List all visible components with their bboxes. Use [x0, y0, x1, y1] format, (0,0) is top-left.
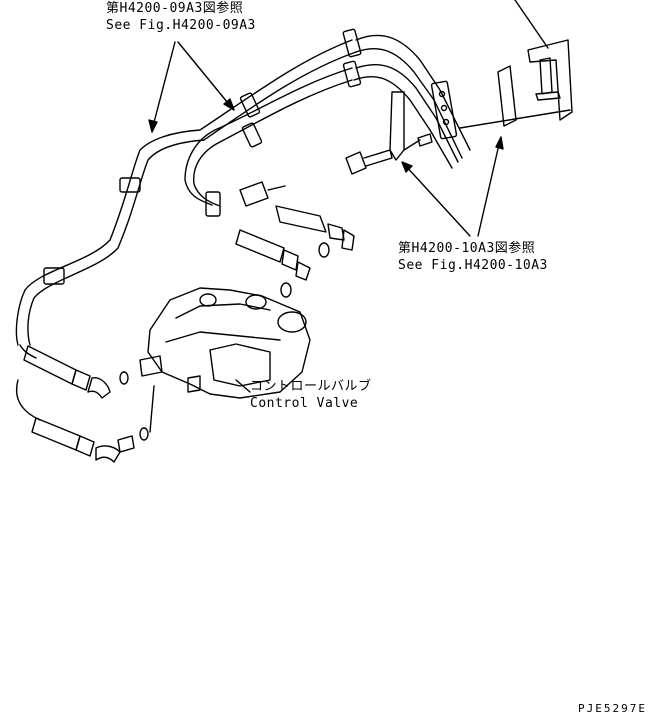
control-valve-jp: コントロールバルブ — [250, 379, 372, 394]
hoses-middle — [235, 181, 355, 298]
leader-lines-top-ref — [148, 41, 235, 133]
bolt-right — [345, 133, 433, 175]
leader-line-valve — [235, 379, 251, 393]
reference-label-right: 第H4200-10A3図参照 See Fig.H4200-10A3 — [398, 240, 548, 274]
reference-right-jp: 第H4200-10A3図参照 — [398, 241, 536, 256]
control-valve-body — [139, 287, 311, 399]
reference-top-jp: 第H4200-09A3図参照 — [106, 1, 244, 16]
reference-label-top: 第H4200-09A3図参照 See Fig.H4200-09A3 — [106, 0, 256, 34]
hoses-lower-left — [23, 345, 149, 463]
valve-port-line — [149, 385, 155, 433]
control-valve-en: Control Valve — [250, 396, 359, 411]
drawing-code: PJE5297E — [578, 702, 647, 715]
reference-top-en: See Fig.H4200-09A3 — [106, 18, 256, 33]
right-bracket — [389, 39, 573, 161]
reference-right-en: See Fig.H4200-10A3 — [398, 258, 548, 273]
pipe-outer-pair — [15, 39, 357, 421]
pipe-clamps — [43, 28, 362, 285]
control-valve-label: コントロールバルブ Control Valve — [250, 378, 372, 412]
pipe-upper-group — [184, 34, 471, 207]
leader-line-top-right — [514, 0, 549, 49]
leader-lines-right-ref — [401, 136, 504, 237]
